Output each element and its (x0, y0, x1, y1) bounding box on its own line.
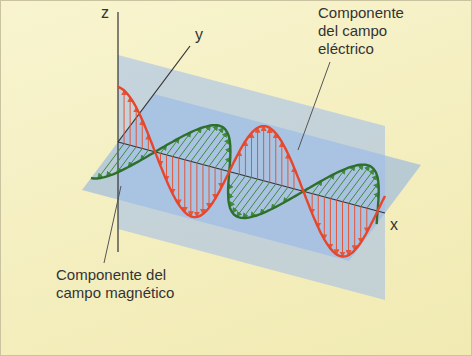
electric-vector (342, 202, 343, 257)
magnetic-vector (215, 147, 230, 167)
electric-vector (124, 90, 125, 143)
electric-vector (287, 154, 288, 188)
electric-vector (178, 158, 179, 204)
electric-vector (251, 133, 252, 177)
magnetic-vector (349, 169, 374, 203)
electric-vector (281, 142, 282, 186)
field-label: Componente del campo eléctrico (318, 4, 422, 58)
magnetic-vector (185, 126, 211, 160)
magnetic-vector (228, 176, 245, 199)
electric-vector (330, 198, 331, 248)
axis-label: y (195, 26, 203, 44)
magnetic-vector (343, 166, 370, 202)
electric-vector (209, 166, 210, 208)
electric-vector (324, 197, 325, 240)
electric-vector (354, 205, 355, 250)
z-axis (117, 12, 118, 252)
electric-vector (275, 133, 276, 184)
axis-label: z (101, 4, 109, 22)
magnetic-vector (98, 144, 124, 179)
leader-line (298, 62, 330, 150)
magnetic-vector (203, 132, 227, 164)
magnetic-vector (361, 183, 379, 207)
vertical-plane (118, 55, 385, 300)
electric-vector (336, 200, 337, 254)
electric-vector (257, 128, 258, 179)
electric-vector (196, 163, 197, 217)
electric-vector (239, 151, 240, 174)
electric-vector (263, 126, 264, 181)
magnetic-vector (237, 181, 264, 217)
electric-vector (269, 128, 270, 182)
electric-vector (136, 107, 137, 146)
axis-label: x (390, 216, 398, 234)
magnetic-wave (91, 125, 379, 224)
electric-vector (215, 168, 216, 199)
magnetic-vector (232, 179, 257, 213)
electric-vector (172, 157, 173, 194)
electric-vector (142, 120, 143, 148)
field-label: Componente del campo magnético (56, 266, 206, 302)
electric-vector (190, 161, 191, 216)
electric-vector (184, 160, 185, 212)
electric-vector (360, 207, 361, 243)
electric-vector (348, 203, 349, 255)
electric-vector (202, 165, 203, 214)
magnetic-vector (197, 128, 223, 163)
leader-line (104, 186, 121, 263)
electric-wave (118, 87, 385, 257)
electric-vector (366, 208, 367, 232)
electric-vector (318, 195, 319, 227)
electric-vector (245, 141, 246, 176)
electric-vector (130, 97, 131, 145)
